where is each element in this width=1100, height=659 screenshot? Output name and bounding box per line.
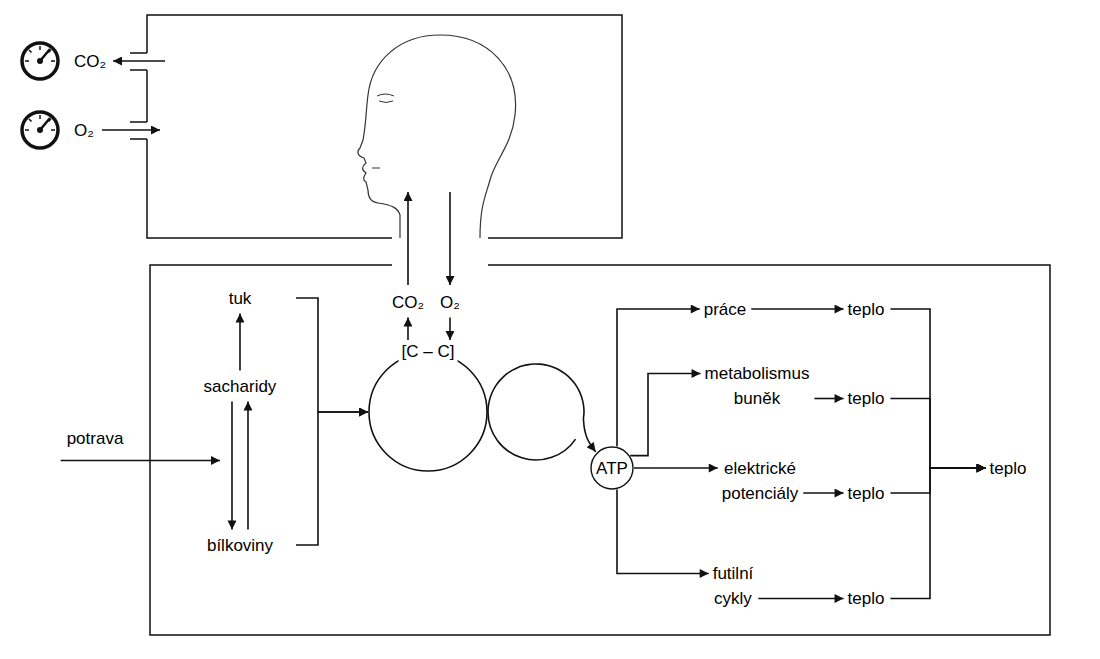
body-frame (150, 265, 1050, 635)
node-text: CO₂ (392, 290, 424, 315)
heat-term: teplo (990, 456, 1027, 481)
node-text: [C – C] (399, 342, 458, 362)
heat-term: teplo (848, 297, 885, 322)
inhale-arrow (449, 192, 451, 285)
atp-circle: ATP (590, 446, 634, 490)
head-mouth (372, 168, 380, 169)
gauge-dial (22, 43, 58, 79)
flow-arrow (630, 374, 700, 456)
node-text: elektrické potenciály (722, 456, 799, 506)
node-text: metabolismus buněk (705, 361, 810, 411)
flow-arrow (890, 399, 985, 469)
node-text: teplo (848, 386, 885, 411)
input-term: potrava (67, 426, 124, 451)
exhale-arrow (407, 192, 409, 285)
node-text: potrava (67, 426, 124, 451)
node-text: tuk (229, 286, 252, 311)
flow-arrow (634, 467, 718, 469)
node-text: futilní cykly (713, 561, 754, 611)
nutrient-term: sacharidy (204, 374, 277, 399)
flow-arrow (231, 402, 233, 530)
flow-arrow (296, 412, 368, 545)
energy-use: elektrické potenciály (722, 456, 799, 506)
nutrient-term: tuk (229, 286, 252, 311)
flow-arrow (488, 364, 596, 452)
flow-arrow (239, 314, 241, 371)
flow-arrow (890, 468, 985, 599)
flow-arrow (449, 318, 451, 341)
gas-flow-arrow (113, 60, 165, 62)
gas-label: O₂ (74, 118, 94, 143)
gas-port (130, 53, 147, 139)
heat-term: teplo (848, 386, 885, 411)
gauge-pivot (37, 127, 43, 133)
node-text: teplo (848, 586, 885, 611)
node-text: teplo (990, 456, 1027, 481)
gauge-dial (22, 112, 58, 148)
node-text: bílkoviny (207, 533, 273, 558)
node-text: práce (704, 297, 747, 322)
energy-use: metabolismus buněk (705, 361, 810, 411)
energy-use: futilní cykly (713, 561, 754, 611)
head-profile (358, 35, 516, 238)
gauge-pivot (37, 58, 43, 64)
node-text: ATP (596, 456, 628, 481)
flow-arrow (247, 402, 249, 530)
flow-arrow (407, 318, 409, 341)
gas-flow-arrow (102, 129, 160, 131)
gas-label: CO₂ (74, 49, 106, 74)
gas-term: CO₂ (392, 290, 424, 315)
flow-arrow (890, 309, 985, 468)
flow-arrow (814, 398, 843, 400)
heat-term: teplo (848, 481, 885, 506)
node-text: teplo (848, 297, 885, 322)
flow-arrow (751, 308, 843, 310)
metabolic-cycle: [C – C] (368, 352, 488, 472)
cycle-circle (369, 353, 487, 471)
atp-circle-shape (591, 447, 633, 489)
node-text: teplo (848, 481, 885, 506)
nutrient-term: bílkoviny (207, 533, 273, 558)
flow-arrow (296, 298, 368, 412)
gas-term: O₂ (440, 290, 460, 315)
chamber-outline (147, 15, 622, 238)
flow-arrow (890, 468, 985, 493)
heat-term: teplo (848, 586, 885, 611)
cycle-loop (488, 412, 576, 460)
energy-use: práce (704, 297, 747, 322)
node-text: O₂ (440, 290, 460, 315)
head-eye (377, 94, 394, 103)
cycle-outline (368, 352, 488, 472)
flow-arrow (617, 309, 700, 447)
flow-arrow (61, 460, 220, 462)
flow-arrow (758, 598, 843, 600)
node-text: sacharidy (204, 374, 277, 399)
flow-arrow (617, 489, 709, 573)
flow-arrow (803, 492, 843, 494)
